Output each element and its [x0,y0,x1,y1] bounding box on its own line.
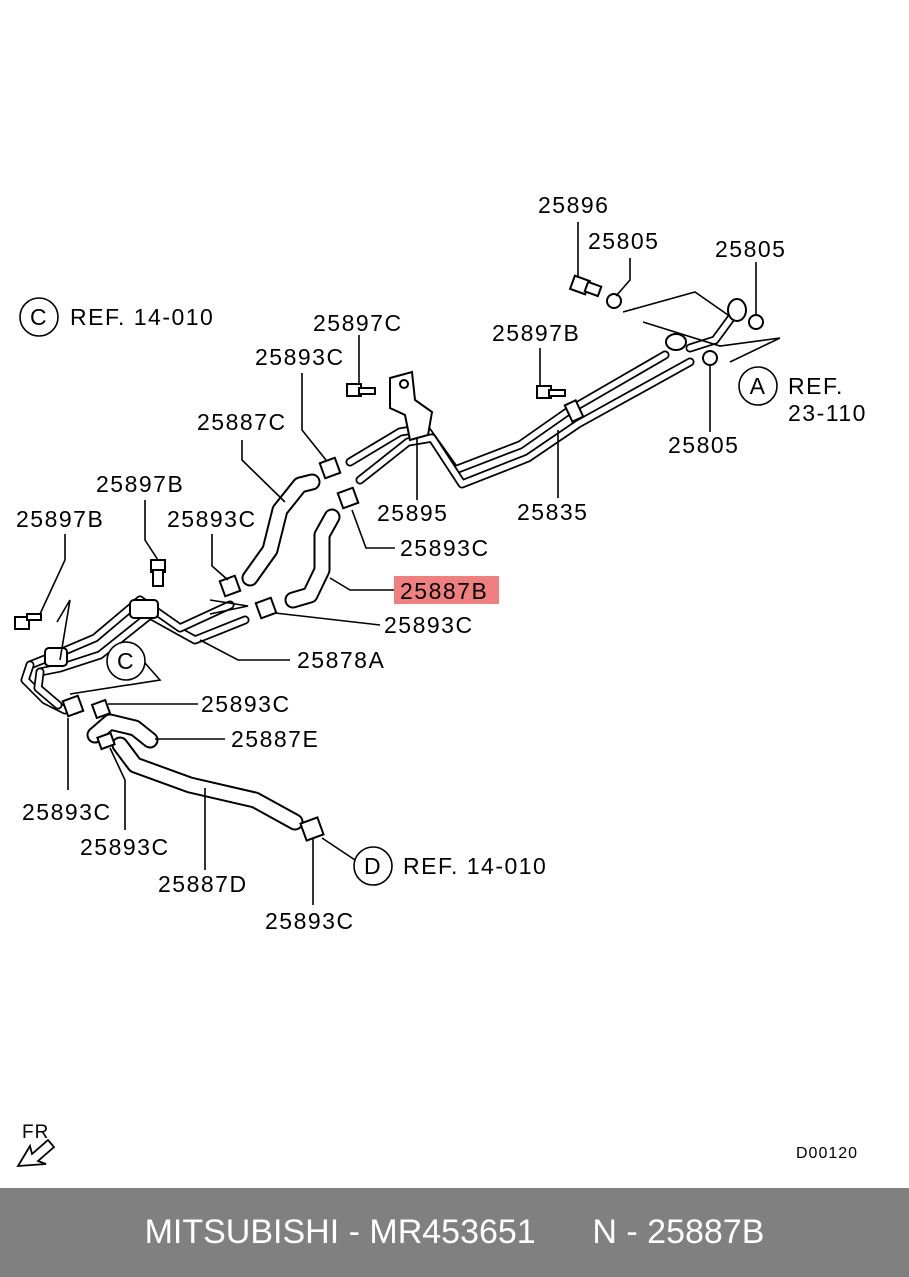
clamp-parts [61,456,360,842]
label-25893C-4[interactable]: 25893C [384,612,474,638]
front-label: FR [22,1122,49,1143]
label-25835[interactable]: 25835 [517,499,588,525]
hose-25887E [86,713,159,749]
label-25805-a[interactable]: 25805 [588,228,659,254]
ref-letter-c: C [30,304,48,330]
footer-part-number[interactable]: MR453651 [369,1213,536,1251]
label-25893C-5[interactable]: 25893C [201,691,291,717]
ref-circle-c [19,297,59,337]
ref-text-a-line1: REF. [788,373,844,399]
footer-brand: MITSUBISHI [144,1213,340,1251]
label-25805-c[interactable]: 25805 [668,432,739,458]
label-25893C-6[interactable]: 25893C [22,799,112,825]
footer-gap [536,1213,593,1252]
front-direction-indicator: FR [16,1122,56,1168]
label-25887C[interactable]: 25887C [197,409,287,435]
label-25887D[interactable]: 25887D [158,871,248,897]
label-25887B[interactable]: 25887B [400,578,488,604]
ref-circle-a [738,366,778,406]
label-25893C-7[interactable]: 25893C [80,834,170,860]
label-25893C-1[interactable]: 25893C [255,344,345,370]
label-25897B-mid[interactable]: 25897B [96,471,184,497]
ref-callout-a[interactable]: A REF. 23-110 [738,366,867,426]
part-labels: 25896 25805 25805 25805 25897C 25897B 25… [16,192,786,934]
ref-text-a-line2: 23-110 [788,400,867,426]
leader-lines [39,222,781,905]
ref-circle-c2 [106,641,146,681]
hose-25887D [111,736,304,831]
ref-text-c: REF. 14-010 [70,304,214,330]
hose-25887C [241,473,321,587]
front-arrow-icon [16,1138,56,1168]
ref-letter-d: D [364,853,382,879]
label-25896[interactable]: 25896 [538,192,609,218]
label-25893C-2[interactable]: 25893C [167,506,257,532]
label-25887E[interactable]: 25887E [231,726,319,752]
footer-separator: - [339,1213,370,1251]
footer-position-code: N - 25887B [592,1213,765,1251]
label-25878A[interactable]: 25878A [297,647,385,673]
label-25893C-8[interactable]: 25893C [265,908,355,934]
bracket-25895 [389,370,585,442]
label-25897B-left[interactable]: 25897B [16,506,104,532]
pipe-assembly-25878A [20,595,250,715]
ref-circle-d [353,846,393,886]
ref-callout-c-mid[interactable]: C [106,641,146,681]
diagram-code: D00120 [796,1145,858,1162]
label-25897C[interactable]: 25897C [313,310,403,336]
parts-diagram: C REF. 14-010 C A REF. 23-110 D REF. 14-… [14,192,867,1168]
hose-25887B [284,508,341,609]
ref-text-d: REF. 14-010 [403,853,547,879]
label-25805-b[interactable]: 25805 [715,236,786,262]
bolt-25896 [568,274,603,298]
label-25895[interactable]: 25895 [377,500,448,526]
footer-bar: MITSUBISHI - MR453651 N - 25887B [0,1188,909,1277]
label-25897B-top[interactable]: 25897B [492,320,580,346]
label-25893C-3[interactable]: 25893C [400,535,490,561]
ref-letter-a: A [750,373,767,399]
ref-callout-d[interactable]: D REF. 14-010 [353,846,547,886]
washers-25805 [606,293,764,366]
ref-letter-c2: C [117,648,135,674]
highlight-box [394,576,499,604]
bolts-25897 [14,383,566,630]
ref-callout-c-top[interactable]: C REF. 14-010 [19,297,214,337]
